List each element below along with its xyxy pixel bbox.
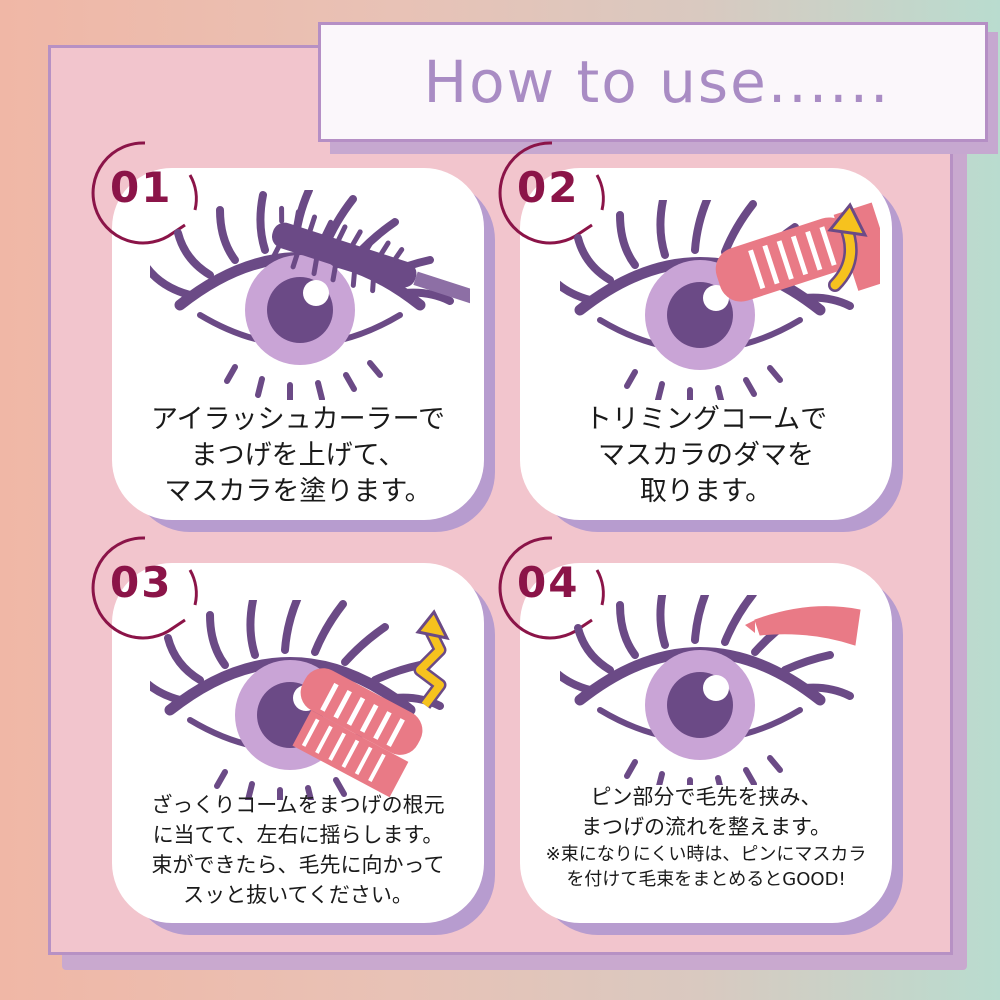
step-description: トリミングコームで マスカラのダマを 取ります。 [520, 402, 892, 510]
step-description: ざっくりコームをまつげの根元 に当てて、左右に揺らします。 束ができたら、毛先に… [112, 790, 484, 910]
note-line: を付けて毛束をまとめるとGOOD! [566, 869, 846, 890]
step-description: アイラッシュカーラーで まつげを上げて、 マスカラを塗ります。 [112, 402, 484, 510]
pin-illustration [560, 595, 861, 785]
trimming-comb-illustration [560, 200, 880, 400]
title-box: How to use...... [318, 22, 988, 142]
text-line: マスカラのダマを [598, 440, 814, 471]
step-number: 04 [517, 558, 580, 607]
step-number-badge [498, 141, 605, 245]
text-line: 束ができたら、毛先に向かって [151, 853, 445, 877]
step-number: 02 [517, 163, 580, 212]
step-number: 01 [110, 163, 173, 212]
step-number-badge [498, 536, 605, 640]
note-line: ※束になりにくい時は、ピンにマスカラ [545, 844, 867, 865]
text-line: まつげを上げて、 [190, 440, 406, 471]
text-line: スッと抜いてください。 [183, 883, 413, 907]
text-line: ピン部分で毛先を挟み、 [590, 785, 822, 809]
step-number: 03 [110, 558, 173, 607]
zigzag-arrow-icon [413, 609, 450, 709]
arrow-up-icon [827, 202, 868, 292]
eyelash-curler-illustration [150, 190, 470, 400]
step-note: ※束になりにくい時は、ピンにマスカラ を付けて毛束をまとめるとGOOD! [520, 842, 892, 892]
text-line: アイラッシュカーラーで [150, 404, 446, 435]
coarse-comb-icon [292, 668, 423, 798]
text-line: まつげの流れを整えます。 [581, 815, 831, 839]
text-line: ざっくりコームをまつげの根元 [151, 793, 445, 817]
step-number-badge [91, 141, 198, 245]
text-line: マスカラを塗ります。 [164, 476, 432, 507]
text-line: トリミングコームで [584, 404, 828, 435]
pin-tool-icon [745, 606, 861, 646]
step-description: ピン部分で毛先を挟み、 まつげの流れを整えます。 [520, 782, 892, 842]
text-line: に当てて、左右に揺らします。 [152, 823, 444, 847]
page-title: How to use...... [423, 48, 891, 116]
coarse-comb-illustration [150, 600, 450, 800]
step-number-badge [91, 536, 198, 640]
mascara-wand-icon [270, 205, 470, 304]
text-line: 取ります。 [639, 476, 773, 507]
